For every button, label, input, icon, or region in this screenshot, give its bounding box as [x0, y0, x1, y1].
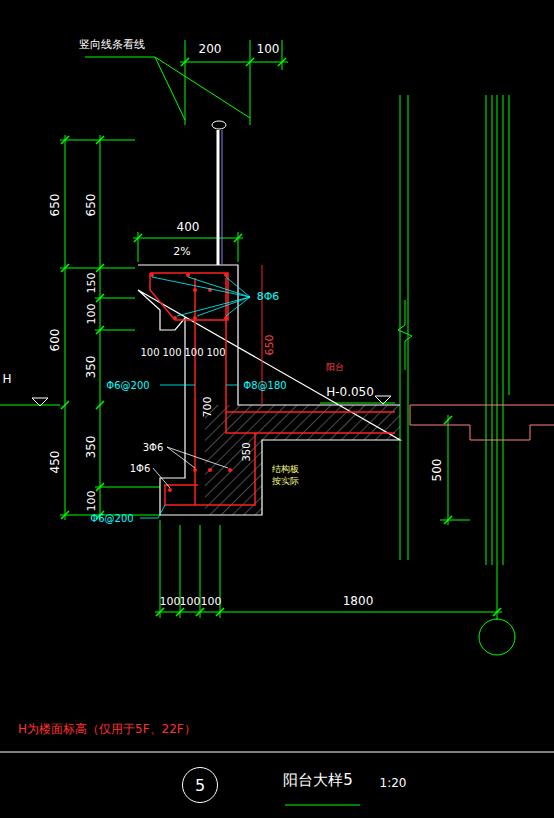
drawing-label: 阳台 [326, 363, 344, 373]
drawing-label: 700 [202, 397, 214, 418]
drawing-label: 8Φ6 [257, 291, 280, 303]
drawing-label: Φ8@180 [243, 380, 286, 391]
drawing-label: 100 [180, 596, 201, 608]
drawing-label: 100 [206, 347, 225, 358]
drawing-label: 100 [162, 347, 181, 358]
drawing-label: 100 [86, 304, 98, 325]
drawing-label: H-0.050 [326, 386, 374, 399]
drawing-label: 350 [241, 442, 252, 461]
drawing-label: 600 [49, 329, 62, 352]
drawing-label: 1Φ6 [130, 463, 151, 474]
drawing-label: 500 [431, 459, 444, 482]
drawing-label: 3Φ6 [143, 442, 164, 453]
drawing-label: 650 [85, 194, 98, 217]
drawing-label: 100 [160, 596, 181, 608]
drawing-label: Φ6@200 [106, 380, 149, 391]
drawing-label: 1:20 [380, 777, 407, 790]
detail-number: 5 [195, 776, 205, 795]
drawing-label: 结构板 [272, 465, 299, 475]
drawing-label: 2% [173, 246, 190, 258]
drawing-label: 350 [85, 436, 98, 459]
drawing-label: 1800 [343, 595, 374, 608]
drawing-title: 阳台大样5 [283, 772, 353, 789]
drawing-label: 100 [201, 596, 222, 608]
drawing-label: 竖向线条看线 [79, 39, 145, 51]
drawing-label: 650 [49, 194, 62, 217]
drawing-label: 按实际 [272, 477, 299, 487]
detail-number-circle: 5 [182, 767, 218, 803]
drawing-label: 100 [257, 43, 280, 56]
drawing-label: 400 [177, 221, 200, 234]
drawing-label: 200 [199, 43, 222, 56]
drawing-label: 100 [184, 347, 203, 358]
drawing-label: 650 [264, 335, 276, 356]
drawing-label: 450 [49, 451, 62, 474]
drawing-label: H [2, 373, 11, 386]
drawing-label: 150 [86, 273, 98, 294]
drawing-label: H为楼面标高（仅用于5F、22F） [18, 723, 196, 736]
drawing-label: Φ6@200 [90, 513, 133, 524]
drawing-label: 350 [85, 356, 98, 379]
drawing-label: 100 [86, 491, 98, 512]
drawing-label: 100 [140, 347, 159, 358]
